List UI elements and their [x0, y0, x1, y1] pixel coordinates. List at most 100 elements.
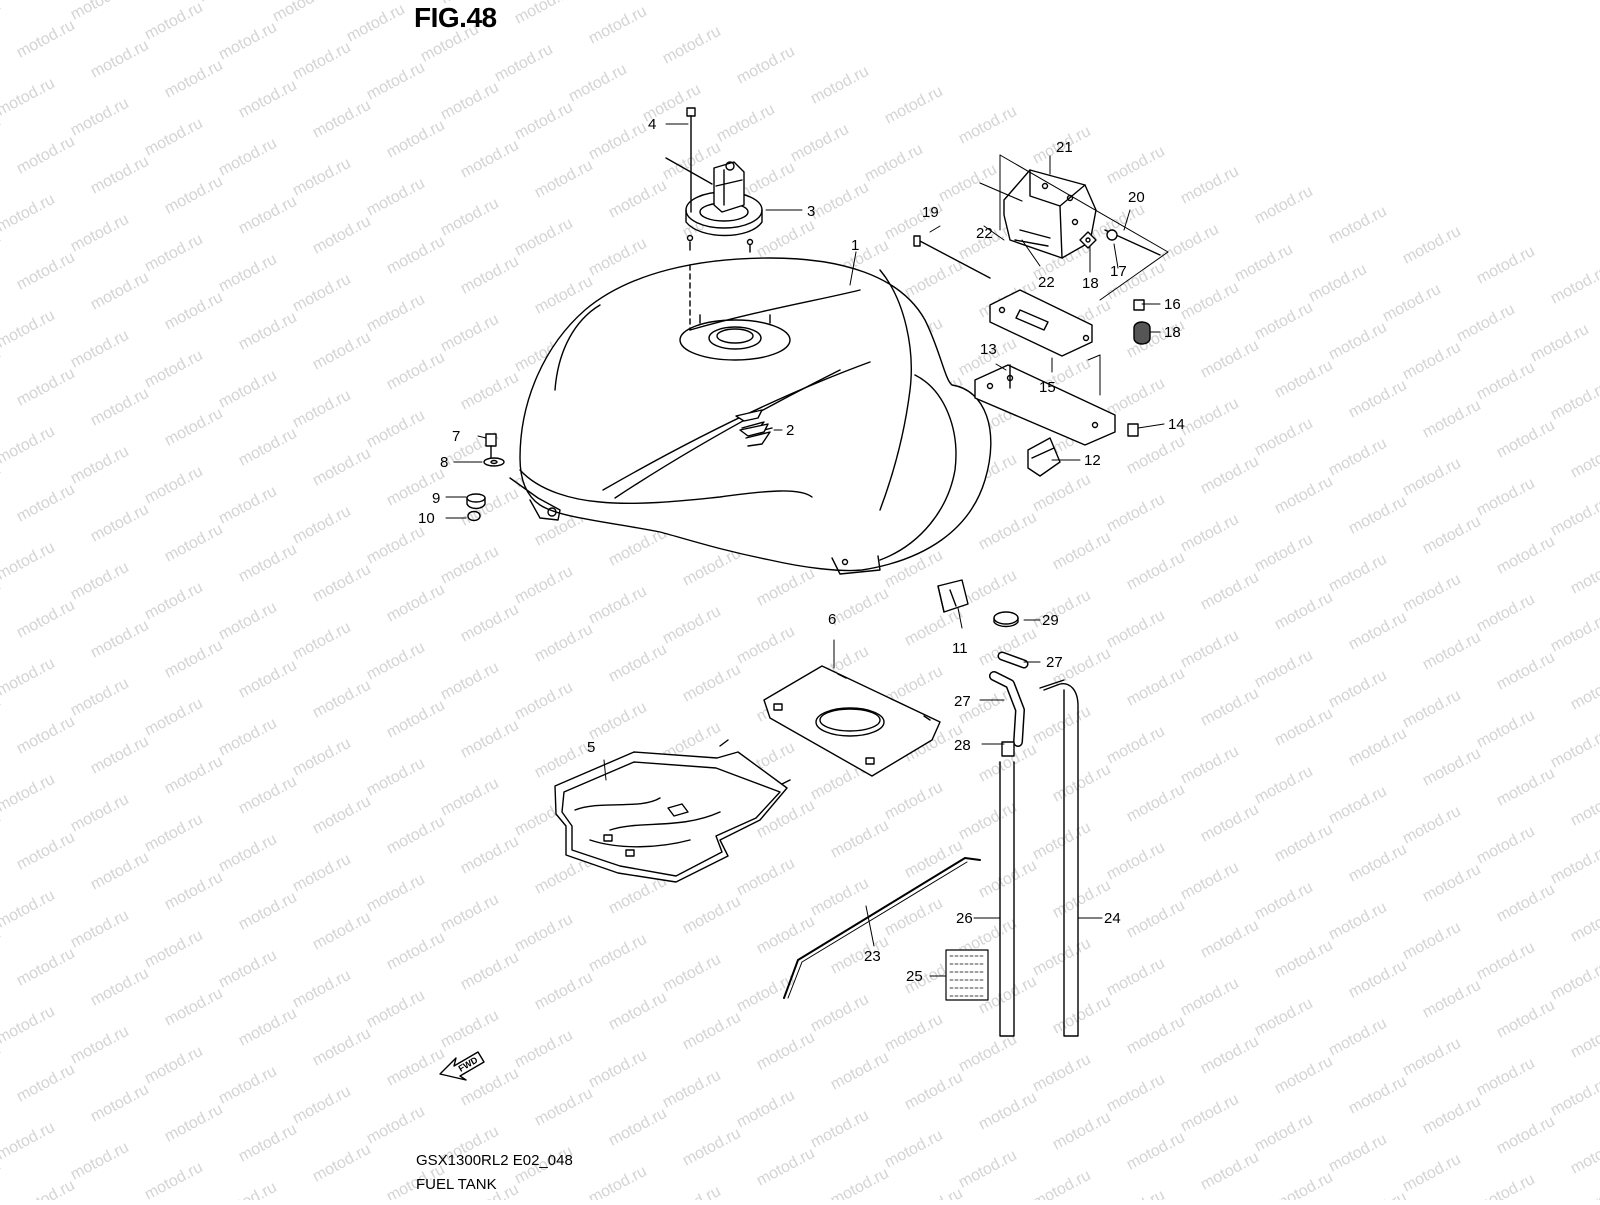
- watermark-text: motod.ru: [1494, 765, 1558, 810]
- watermark-text: motod.ru: [882, 1127, 946, 1172]
- watermark-text: motod.ru: [1494, 881, 1558, 926]
- watermark-text: motod.ru: [586, 3, 650, 48]
- watermark-text: motod.ru: [14, 249, 78, 294]
- watermark-text: motod.ru: [88, 153, 152, 198]
- watermark-text: motod.ru: [1400, 571, 1464, 616]
- watermark-text: motod.ru: [1252, 647, 1316, 692]
- watermark-text: motod.ru: [162, 57, 226, 102]
- watermark-text: motod.ru: [1548, 263, 1600, 308]
- watermark-text: motod.ru: [384, 813, 448, 858]
- fuel-hoses: [989, 651, 1079, 1037]
- watermark-text: motod.ru: [808, 991, 872, 1036]
- watermark-text: motod.ru: [216, 367, 280, 412]
- watermark-text: motod.ru: [68, 1023, 132, 1068]
- watermark-text: motod.ru: [1548, 727, 1600, 772]
- watermark-text: motod.ru: [438, 1007, 502, 1052]
- watermark-text: motod.ru: [88, 501, 152, 546]
- watermark-text: motod.ru: [14, 713, 78, 758]
- watermark-text: motod.ru: [14, 597, 78, 642]
- watermark-text: motod.ru: [68, 907, 132, 952]
- callout-14: 14: [1168, 416, 1185, 433]
- watermark-text: motod.ru: [1494, 417, 1558, 462]
- watermark-text: motod.ru: [828, 933, 892, 978]
- watermark-text: motod.ru: [976, 509, 1040, 554]
- watermark-text: motod.ru: [310, 561, 374, 606]
- watermark-text: motod.ru: [142, 1159, 206, 1200]
- watermark-text: motod.ru: [1104, 143, 1168, 188]
- watermark-text: motod.ru: [1528, 321, 1592, 366]
- watermark-text: motod.ru: [142, 1043, 206, 1088]
- watermark-text: motod.ru: [1198, 1149, 1262, 1194]
- watermark-text: motod.ru: [236, 657, 300, 702]
- watermark-text: motod.ru: [1178, 859, 1242, 904]
- watermark-text: motod.ru: [1104, 955, 1168, 1000]
- watermark-text: motod.ru: [364, 59, 428, 104]
- callout-17: 17: [1110, 263, 1127, 280]
- callout-8: 8: [440, 454, 448, 471]
- watermark-text: motod.ru: [384, 233, 448, 278]
- watermark-text: motod.ru: [290, 967, 354, 1012]
- watermark-text: motod.ru: [1474, 359, 1538, 404]
- watermark-text: motod.ru: [1474, 823, 1538, 868]
- watermark-text: motod.ru: [384, 929, 448, 974]
- watermark-text: motod.ru: [1030, 1167, 1094, 1200]
- watermark-text: motod.ru: [1252, 183, 1316, 228]
- watermark-text: motod.ru: [438, 79, 502, 124]
- watermark-text: motod.ru: [14, 17, 78, 62]
- callout-6: 6: [828, 611, 836, 628]
- watermark-text: motod.ru: [14, 945, 78, 990]
- watermark-text: motod.ru: [290, 271, 354, 316]
- watermark-text: motod.ru: [1178, 627, 1242, 672]
- watermark-text: motod.ru: [310, 677, 374, 722]
- callout-2: 2: [786, 422, 794, 439]
- watermark-text: motod.ru: [902, 1185, 966, 1200]
- watermark-text: motod.ru: [828, 817, 892, 862]
- watermark-text: motod.ru: [902, 1069, 966, 1114]
- watermark-text: motod.ru: [1252, 879, 1316, 924]
- watermark-text: motod.ru: [0, 307, 58, 352]
- watermark-text: motod.ru: [290, 39, 354, 84]
- watermark-text: motod.ru: [1178, 743, 1242, 788]
- watermark-text: motod.ru: [0, 655, 58, 700]
- watermark-text: motod.ru: [566, 61, 630, 106]
- callout-labels: 4 3 1 2 7 8 9 10 5 6 11 29 27 27 28 19 2…: [418, 116, 1185, 985]
- watermark-text: motod.ru: [0, 771, 58, 816]
- watermark-text: motod.ru: [512, 0, 576, 28]
- watermark-text: motod.ru: [680, 661, 744, 706]
- watermark-text: motod.ru: [754, 1029, 818, 1074]
- watermark-text: motod.ru: [1346, 1073, 1410, 1118]
- watermark-text: motod.ru: [216, 19, 280, 64]
- watermark-text: motod.ru: [532, 1085, 596, 1130]
- callout-18b: 18: [1164, 324, 1181, 341]
- watermark-text: motod.ru: [1198, 917, 1262, 962]
- watermark-text: motod.ru: [1474, 707, 1538, 752]
- watermark-text: motod.ru: [734, 1087, 798, 1132]
- callout-27a: 27: [1046, 654, 1063, 671]
- watermark-text: motod.ru: [438, 195, 502, 240]
- watermark-text: motod.ru: [492, 41, 556, 86]
- watermark-text: motod.ru: [310, 909, 374, 954]
- watermark-text: motod.ru: [364, 987, 428, 1032]
- watermark-text: motod.ru: [216, 1179, 280, 1200]
- watermark-text: motod.ru: [1030, 471, 1094, 516]
- watermark-text: motod.ru: [142, 115, 206, 160]
- watermark-text: motod.ru: [1420, 977, 1484, 1022]
- watermark-text: motod.ru: [0, 539, 58, 584]
- watermark-text: motod.ru: [1272, 589, 1336, 634]
- watermark-text: motod.ru: [1252, 995, 1316, 1040]
- watermark-text: motod.ru: [532, 621, 596, 666]
- leader-lines: [445, 123, 1165, 977]
- watermark-text: motod.ru: [68, 0, 132, 24]
- watermark-text: motod.ru: [384, 697, 448, 742]
- callout-20: 20: [1128, 189, 1145, 206]
- watermark-text: motod.ru: [1400, 339, 1464, 384]
- watermark-text: motod.ru: [364, 755, 428, 800]
- watermark-text: motod.ru: [310, 329, 374, 374]
- watermark-text: motod.ru: [364, 175, 428, 220]
- watermark-text: motod.ru: [586, 1047, 650, 1092]
- watermark-text: motod.ru: [1494, 997, 1558, 1042]
- watermark-text: motod.ru: [1252, 1111, 1316, 1156]
- watermark-text: motod.ru: [1400, 687, 1464, 732]
- watermark-text: motod.ru: [1326, 1015, 1390, 1060]
